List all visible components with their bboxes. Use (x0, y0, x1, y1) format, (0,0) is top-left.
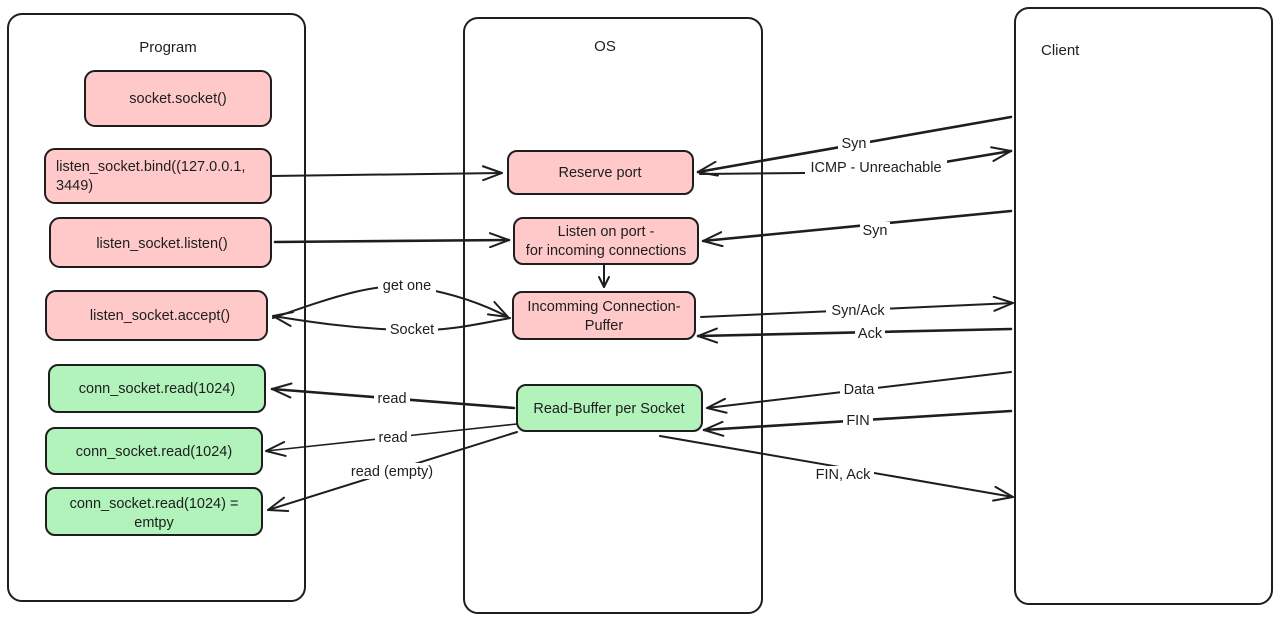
lane-title-os: OS (594, 38, 616, 55)
svg-text:Syn/Ack: Syn/Ack (831, 303, 885, 319)
node-reserve-port: Reserve port (507, 150, 694, 195)
node-read3-box (45, 487, 263, 536)
svg-text:Ack: Ack (858, 326, 883, 342)
node-reserve-port-box (507, 150, 694, 195)
node-socket: socket.socket() (84, 70, 272, 127)
svg-text:Socket: Socket (390, 322, 434, 338)
edge-label-synack: Syn/Ack (826, 302, 890, 319)
edge-label-data: Data (840, 381, 878, 398)
node-read3: conn_socket.read(1024) = emtpy (45, 487, 263, 536)
node-bind-label-line2: 3449) (56, 178, 93, 194)
edge-label-read2: read (375, 429, 411, 446)
node-read3-label-line2: emtpy (134, 515, 174, 531)
svg-text:FIN, Ack: FIN, Ack (816, 467, 872, 483)
node-connection-buffer-box (512, 291, 696, 340)
node-reserve-port-label: Reserve port (558, 165, 641, 181)
edge-label-read-empty: read (empty) (345, 463, 439, 480)
lane-title-client: Client (1041, 42, 1080, 59)
node-read2-label: conn_socket.read(1024) (76, 444, 232, 460)
node-read1-box (48, 364, 266, 413)
node-read2: conn_socket.read(1024) (45, 427, 263, 475)
svg-text:get one: get one (383, 278, 431, 294)
edge-label-fin: FIN (843, 412, 873, 429)
node-os-listen-label-line2: for incoming connections (526, 243, 686, 259)
svg-text:Data: Data (844, 382, 876, 398)
node-listen-box (49, 217, 272, 268)
node-bind-label-line1: listen_socket.bind((127.0.0.1, (56, 159, 245, 175)
edge-label-icmp: ICMP - Unreachable (805, 158, 947, 176)
node-read-buffer: Read-Buffer per Socket (516, 384, 703, 432)
edge-icmp-unreachable-tail (943, 146, 1013, 164)
node-connection-buffer-label-line2: Puffer (585, 318, 624, 334)
edge-client-ack (696, 327, 1013, 344)
svg-text:FIN: FIN (846, 413, 869, 429)
node-os-listen-box (513, 217, 699, 265)
node-read-buffer-label: Read-Buffer per Socket (533, 401, 684, 417)
svg-text:read: read (378, 430, 407, 446)
node-connection-buffer: Incomming Connection- Puffer (512, 291, 696, 340)
lane-title-program: Program (139, 39, 197, 56)
edge-label-socket: Socket (386, 321, 438, 338)
edge-icmp-unreachable (699, 172, 806, 175)
svg-text:Syn: Syn (842, 136, 867, 152)
svg-text:ICMP - Unreachable: ICMP - Unreachable (810, 160, 941, 176)
node-socket-box (84, 70, 272, 127)
edge-label-ack: Ack (855, 325, 885, 342)
node-os-listen-label-line1: Listen on port - (558, 224, 655, 240)
node-os-listen: Listen on port - for incoming connection… (513, 217, 699, 265)
node-read3-label-line1: conn_socket.read(1024) = (70, 496, 239, 512)
edge-label-syn1: Syn (838, 135, 870, 152)
node-read1-label: conn_socket.read(1024) (79, 381, 235, 397)
svg-text:read (empty): read (empty) (351, 464, 433, 480)
lane-client: Client (1014, 7, 1273, 605)
node-bind-box (44, 148, 272, 204)
edge-client-syn2 (701, 209, 1013, 248)
edge-label-read1: read (374, 390, 410, 407)
node-connection-buffer-label-line1: Incomming Connection- (527, 299, 680, 315)
svg-text:Syn: Syn (863, 223, 888, 239)
node-accept-box (45, 290, 268, 341)
edge-label-syn2: Syn (860, 222, 890, 239)
edge-label-get-one: get one (378, 277, 436, 294)
svg-text:read: read (377, 391, 406, 407)
node-read2-box (45, 427, 263, 475)
node-accept: listen_socket.accept() (45, 290, 268, 341)
node-listen: listen_socket.listen() (49, 217, 272, 268)
node-read1: conn_socket.read(1024) (48, 364, 266, 413)
node-socket-label: socket.socket() (129, 91, 227, 107)
edge-listen-to-os-listen (273, 232, 511, 249)
node-bind: listen_socket.bind((127.0.0.1, 3449) (44, 148, 272, 204)
node-accept-label: listen_socket.accept() (90, 308, 230, 324)
edge-bind-to-reserve (270, 165, 503, 182)
node-read-buffer-box (516, 384, 703, 432)
edge-label-finack: FIN, Ack (812, 466, 874, 483)
node-listen-label: listen_socket.listen() (96, 236, 227, 252)
